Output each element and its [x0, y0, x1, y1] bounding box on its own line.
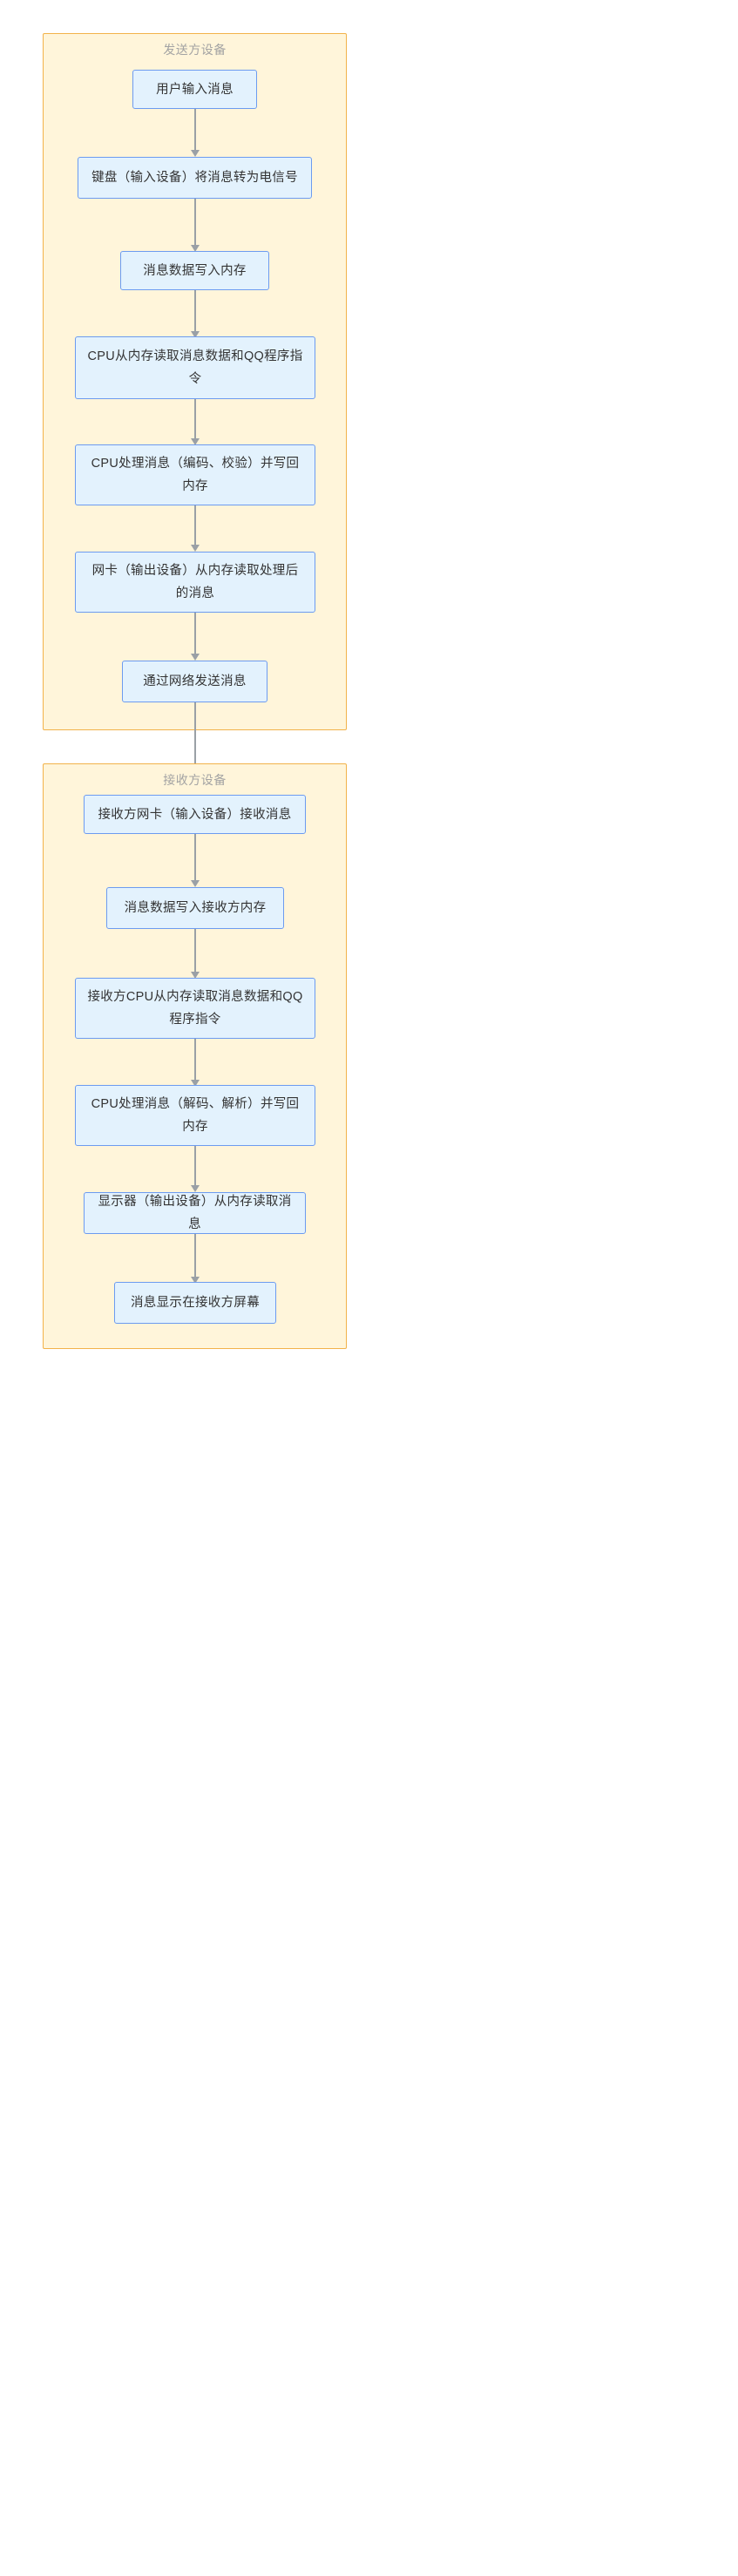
edge-s5-s6 [194, 505, 196, 547]
edge-s4-s5 [194, 399, 196, 441]
edge-r1-r2 [194, 834, 196, 883]
edge-r4-r5 [194, 1146, 196, 1188]
edge-r4-r5-arrowhead [191, 1185, 200, 1192]
node-label: 消息显示在接收方屏幕 [131, 1296, 260, 1310]
edge-s5-s6-arrowhead [191, 545, 200, 552]
node-write-to-receiver-memory[interactable]: 消息数据写入接收方内存 [106, 887, 284, 929]
node-cpu-decode-parse-writeback[interactable]: CPU处理消息（解码、解析）并写回内存 [75, 1085, 315, 1146]
node-label: 用户输入消息 [156, 82, 234, 97]
node-label: 网卡（输出设备）从内存读取处理后的消息 [91, 564, 299, 600]
edge-s3-s4 [194, 290, 196, 334]
node-nic-read-processed-message[interactable]: 网卡（输出设备）从内存读取处理后的消息 [75, 552, 315, 613]
edge-s2-s3 [194, 199, 196, 247]
edge-r5-r6-arrowhead [191, 1277, 200, 1284]
edge-r3-r4 [194, 1039, 196, 1082]
node-label: 接收方CPU从内存读取消息数据和QQ程序指令 [87, 990, 303, 1027]
edge-r5-r6 [194, 1234, 196, 1279]
node-keyboard-converts-signal[interactable]: 键盘（输入设备）将消息转为电信号 [78, 157, 312, 199]
edge-s4-s5-arrowhead [191, 438, 200, 445]
node-receiver-nic-receive-message[interactable]: 接收方网卡（输入设备）接收消息 [84, 795, 306, 834]
node-label: 键盘（输入设备）将消息转为电信号 [91, 171, 298, 185]
node-label: 消息数据写入接收方内存 [124, 901, 267, 915]
subgraph-receiver-title: 接收方设备 [163, 773, 227, 787]
node-write-message-to-memory[interactable]: 消息数据写入内存 [120, 251, 269, 290]
edge-s1-s2-arrowhead [191, 150, 200, 157]
node-label: CPU从内存读取消息数据和QQ程序指令 [87, 349, 303, 386]
node-label: CPU处理消息（编码、校验）并写回内存 [91, 457, 300, 493]
node-label: CPU处理消息（解码、解析）并写回内存 [91, 1097, 300, 1134]
node-cpu-encode-verify-writeback[interactable]: CPU处理消息（编码、校验）并写回内存 [75, 444, 315, 505]
edge-s3-s4-arrowhead [191, 331, 200, 338]
node-message-shown-on-screen[interactable]: 消息显示在接收方屏幕 [114, 1282, 276, 1324]
node-send-over-network[interactable]: 通过网络发送消息 [122, 661, 267, 702]
edge-s6-s7 [194, 613, 196, 656]
edge-s6-s7-arrowhead [191, 654, 200, 661]
node-user-input-message[interactable]: 用户输入消息 [132, 70, 257, 109]
edge-r2-r3 [194, 929, 196, 974]
node-label: 通过网络发送消息 [143, 675, 247, 688]
edge-r1-r2-arrowhead [191, 880, 200, 887]
edge-s2-s3-arrowhead [191, 245, 200, 252]
node-label: 显示器（输出设备）从内存读取消息 [98, 1195, 292, 1231]
node-label: 消息数据写入内存 [143, 263, 247, 278]
edge-sender-to-receiver [194, 702, 196, 790]
node-label: 接收方网卡（输入设备）接收消息 [98, 807, 292, 822]
node-cpu-read-memory-and-instructions[interactable]: CPU从内存读取消息数据和QQ程序指令 [75, 336, 315, 399]
subgraph-sender-title: 发送方设备 [163, 43, 227, 57]
node-monitor-read-message[interactable]: 显示器（输出设备）从内存读取消息 [84, 1192, 306, 1234]
node-receiver-cpu-read-memory[interactable]: 接收方CPU从内存读取消息数据和QQ程序指令 [75, 978, 315, 1039]
edge-r2-r3-arrowhead [191, 972, 200, 979]
edge-s1-s2 [194, 109, 196, 153]
edge-r3-r4-arrowhead [191, 1080, 200, 1087]
